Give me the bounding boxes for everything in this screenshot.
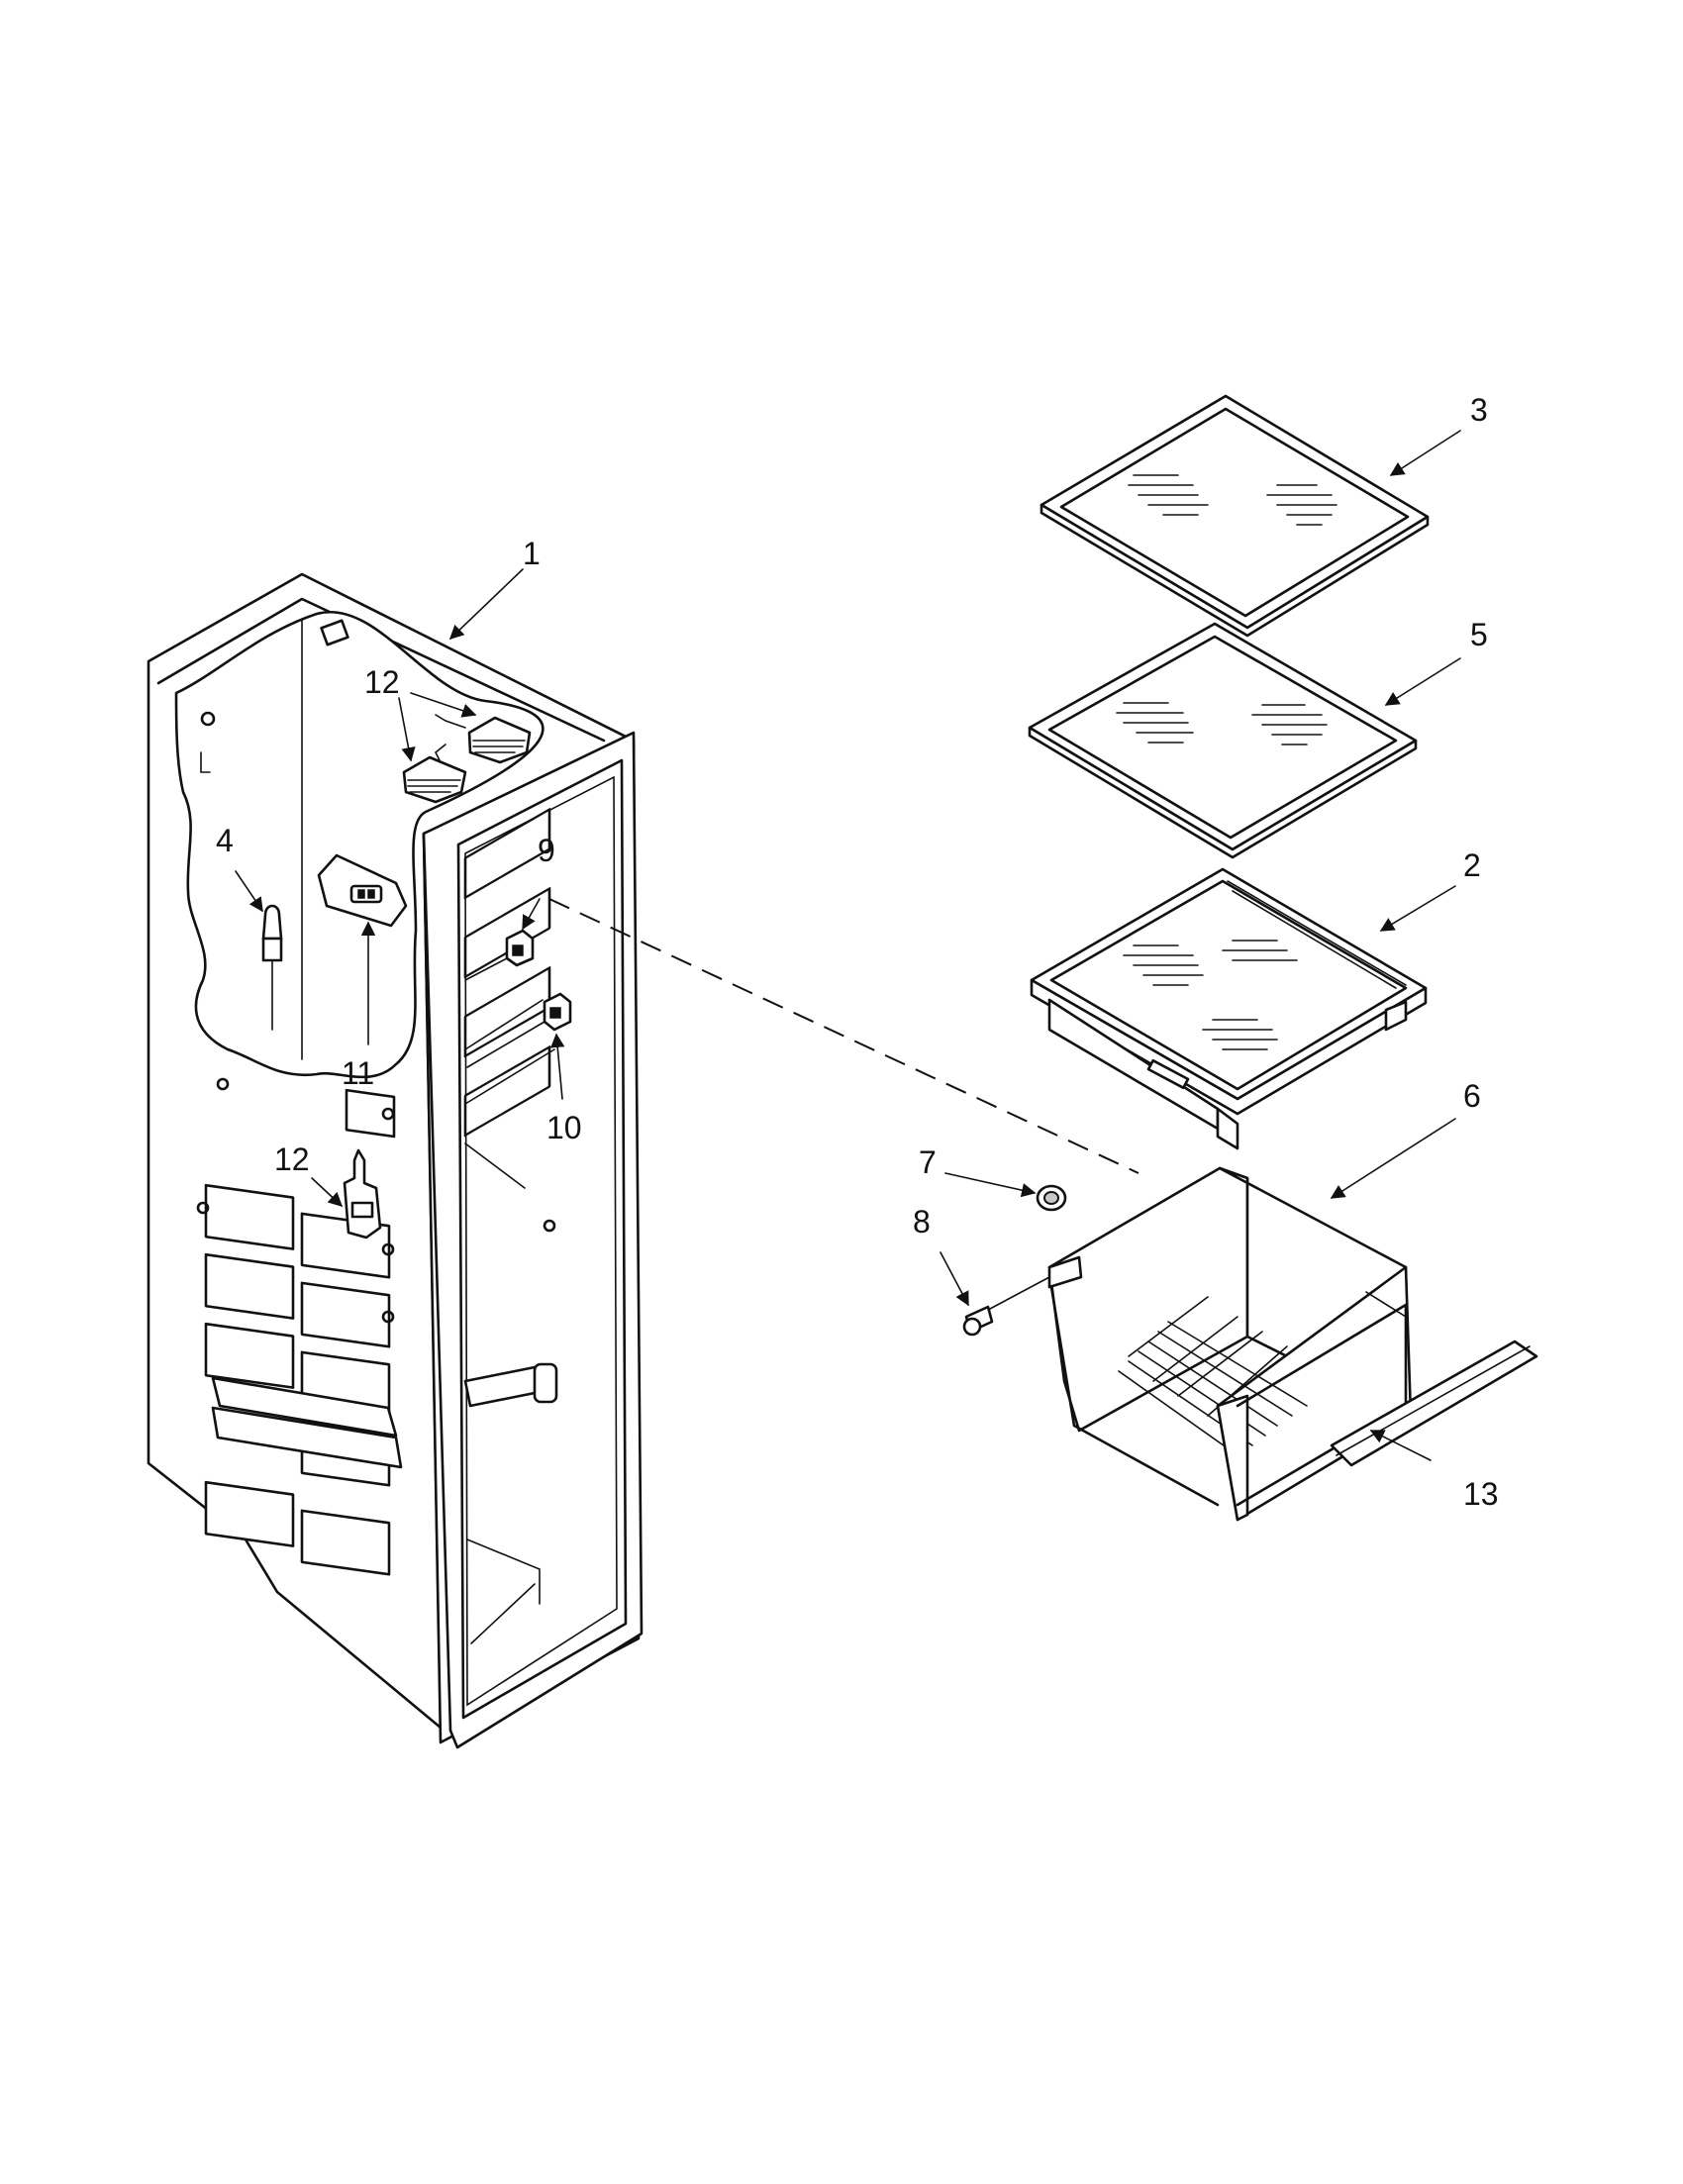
glass-shelf-2 (1030, 867, 1428, 1150)
callout-7: 7 (919, 1144, 937, 1180)
callout-6: 6 (1463, 1078, 1481, 1114)
part-8 (962, 1276, 1050, 1337)
callout-2: 2 (1463, 847, 1481, 883)
callout-10: 10 (546, 1110, 582, 1145)
callout-9: 9 (538, 833, 555, 868)
callout-12-lower: 12 (274, 1142, 310, 1177)
callout-12-upper: 12 (364, 664, 400, 700)
callout-13: 13 (1463, 1476, 1499, 1512)
callout-8: 8 (913, 1204, 931, 1240)
part-7 (1036, 1184, 1067, 1212)
thermistor-upper (402, 714, 532, 804)
glass-shelf-3 (1040, 394, 1430, 638)
refrigerator-liner (147, 572, 644, 1749)
callout-labels: 1 3 5 2 6 7 8 9 10 4 11 12 12 13 (216, 392, 1499, 1512)
light-housing (317, 853, 408, 928)
callout-3: 3 (1470, 392, 1488, 428)
part-9 (464, 929, 535, 981)
callout-leaders (235, 430, 1461, 1461)
callout-4: 4 (216, 823, 234, 858)
callout-5: 5 (1470, 617, 1488, 652)
callout-11: 11 (342, 1055, 374, 1091)
thermistor-lower (343, 1148, 382, 1240)
light-bulb (261, 904, 283, 1031)
alignment-line (548, 898, 1139, 1174)
part-10 (466, 992, 572, 1068)
callout-1: 1 (523, 536, 541, 571)
crisper-drawer (1047, 1166, 1413, 1522)
glass-shelf-5 (1028, 622, 1418, 859)
